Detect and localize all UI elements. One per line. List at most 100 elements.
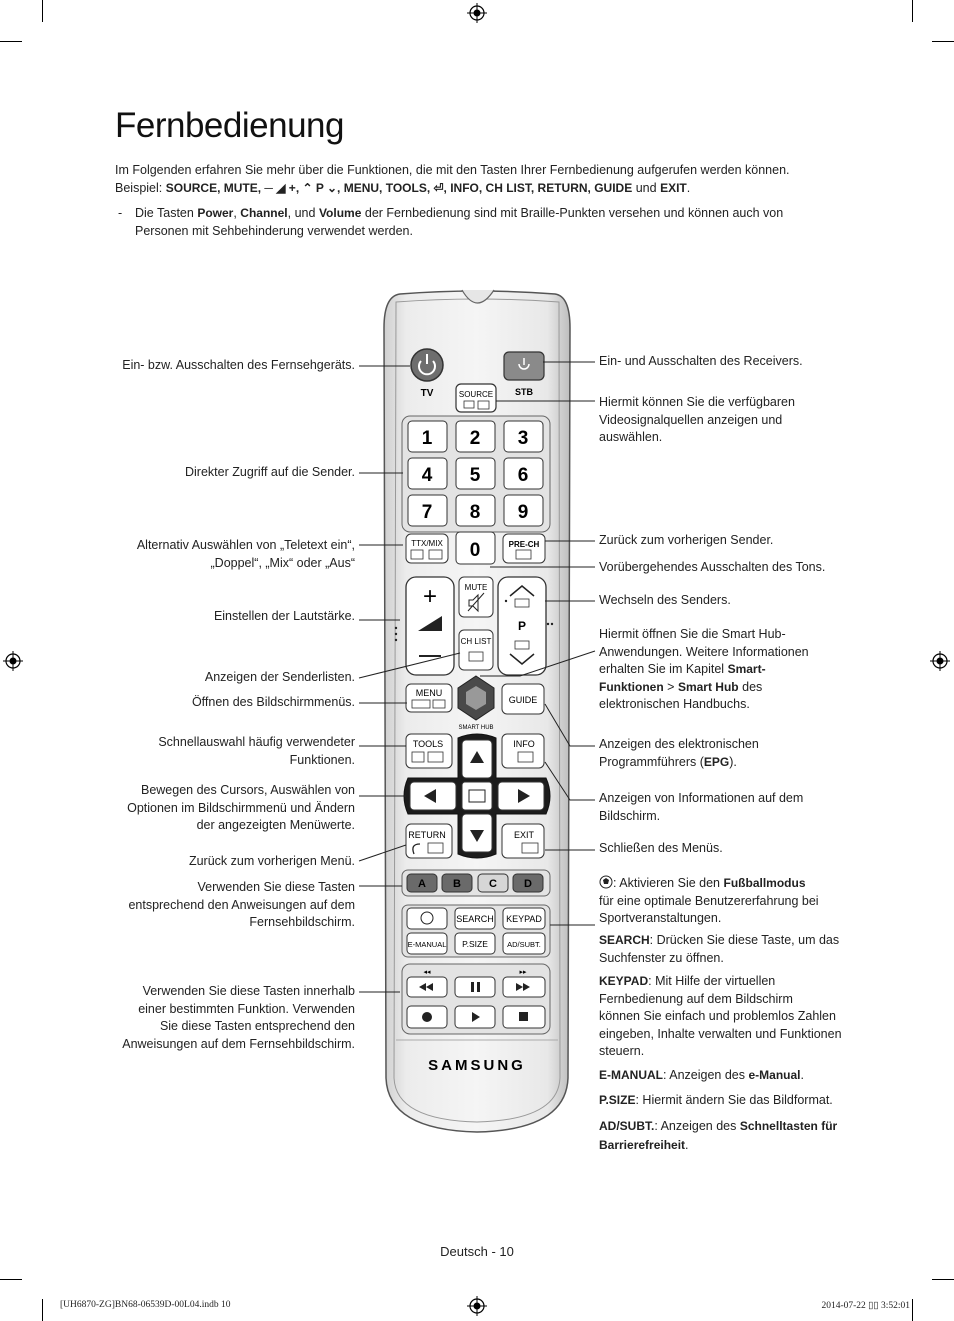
p-size-button[interactable] [454,932,496,955]
label-color-keys: Verwenden Sie diese Tasten entsprechend … [60,879,355,932]
crop-mark [932,1279,954,1280]
color-button-c[interactable] [477,873,509,893]
channel-down-icon [509,653,535,665]
digit-0-label: 0 [470,540,481,561]
label-keyword: E-MANUAL [599,1068,663,1082]
exit-button[interactable] [501,823,545,859]
label-keyword: AD/SUBT. [599,1119,655,1133]
digit-0-button[interactable] [455,531,496,565]
return-label: RETURN [408,830,446,840]
label-numbers: Direkter Zugriff auf die Sender. [185,465,355,479]
crop-mark [912,1299,913,1321]
label-line: auswählen. [599,430,663,444]
guide-button[interactable] [501,683,545,715]
crop-mark [912,0,913,22]
source-button[interactable] [455,383,497,413]
search-button[interactable] [454,907,496,930]
label-line: Anzeigen von Informationen auf dem [599,791,804,805]
intro-example-last: EXIT [660,181,687,195]
crop-mark [0,41,22,42]
label-line: Verwenden Sie diese Tasten [197,880,355,894]
note-key-volume: Volume [318,206,362,220]
label-source: Hiermit können Sie die verfügbaren Video… [599,394,899,447]
keypad-button[interactable] [502,907,546,930]
color-c-label: C [489,878,497,890]
label-emanual: E-MANUAL: Anzeigen des e-Manual. [599,1067,859,1085]
record-icon [422,1012,432,1022]
intro-example-prefix: Beispiel: [115,181,163,195]
intro-example-und: und [635,181,657,195]
label-line: Fernbedienung auf dem Bildschirm [599,991,793,1006]
label-line: Sie diese Tasten entsprechend den [159,1019,355,1033]
note-text: und [294,206,316,220]
pause-button[interactable] [454,976,496,998]
color-button-a[interactable] [406,873,438,893]
arrow-left-icon [424,789,436,803]
digit-6-button[interactable]: 6 [518,465,529,486]
e-manual-button[interactable] [406,932,448,955]
crop-mark [42,0,43,22]
footer-filename: [UH6870-ZG]BN68-06539D-00L04.indb 10 [60,1300,231,1310]
ad-subt-button[interactable] [502,932,546,955]
label-line: Bildschirm. [599,808,661,823]
label-keyword: P.SIZE [599,1093,636,1107]
ttx-mix-button[interactable] [405,533,449,564]
tools-button[interactable] [405,733,453,769]
label-line: steuern. [599,1044,645,1058]
samsung-logo: SAMSUNG [428,1057,526,1074]
exit-label: EXIT [514,830,535,840]
color-button-b[interactable] [441,873,473,893]
label-adsubt: AD/SUBT.: Anzeigen des Schnelltasten für… [599,1117,859,1155]
digit-3-button[interactable]: 3 [518,428,529,449]
label-line: Bewegen des Cursors, Auswählen von [140,783,355,797]
pre-ch-button[interactable] [502,533,546,564]
digit-4-button[interactable]: 4 [422,465,433,486]
label-ttx: Alternativ Auswählen von „Teletext ein“,… [60,537,355,572]
registration-mark-icon [3,651,23,671]
pause-icon [471,982,474,992]
digit-8-button[interactable]: 8 [470,502,481,523]
label-line: Schnellauswahl häufig verwendeter [158,735,355,749]
digit-1-button[interactable]: 1 [422,428,433,449]
digit-7-button[interactable]: 7 [422,502,433,523]
label-line: erhalten Sie im Kapitel [599,662,725,676]
ch-list-button[interactable] [458,629,494,671]
football-icon [420,911,434,925]
color-button-d[interactable] [512,873,544,893]
label-info: Anzeigen von Informationen auf dem Bilds… [599,790,899,825]
digit-9-button[interactable]: 9 [518,502,529,523]
label-keyword: KEYPAD [599,974,649,988]
psize-label: P.SIZE [462,939,488,949]
info-button[interactable] [501,733,545,769]
label-keyword: Fußballmodus [723,876,806,890]
crop-mark [0,1279,22,1280]
tv-label: TV [421,388,434,399]
intro-example-keys: SOURCE, MUTE, ─ ◢ +, ⌃ P ⌄, MENU, TOOLS,… [165,181,633,195]
label-line: : Aktivieren Sie den [613,876,721,890]
registration-mark-icon [930,651,950,671]
adsubt-label: AD/SUBT. [507,940,541,949]
info-label: INFO [513,739,535,749]
stb-power-button[interactable] [503,351,545,381]
digit-2-button[interactable]: 2 [470,428,481,449]
menu-button[interactable] [405,683,453,713]
tools-label: TOOLS [413,739,443,749]
label-line: Funktionen. [289,752,355,767]
guide-label: GUIDE [509,695,538,705]
arrow-right-icon [518,789,530,803]
source-label: SOURCE [459,390,493,399]
label-keyword: EPG [703,754,730,769]
tv-power-button[interactable] [410,348,444,382]
return-button[interactable] [405,823,453,859]
enter-button[interactable] [461,781,493,811]
menu-label: MENU [416,688,443,698]
intro-paragraph: Im Folgenden erfahren Sie mehr über die … [115,163,790,195]
label-line: Hiermit können Sie die verfügbaren [599,395,795,409]
arrow-up-icon [470,751,484,763]
label-exit: Schließen des Menüs. [599,841,723,855]
label-keyword: e-Manual [748,1068,801,1082]
football-button[interactable] [406,907,448,930]
label-line: einer bestimmten Funktion. Verwenden [138,1001,355,1016]
label-cursor: Bewegen des Cursors, Auswählen von Optio… [60,782,355,835]
digit-5-button[interactable]: 5 [470,465,481,486]
